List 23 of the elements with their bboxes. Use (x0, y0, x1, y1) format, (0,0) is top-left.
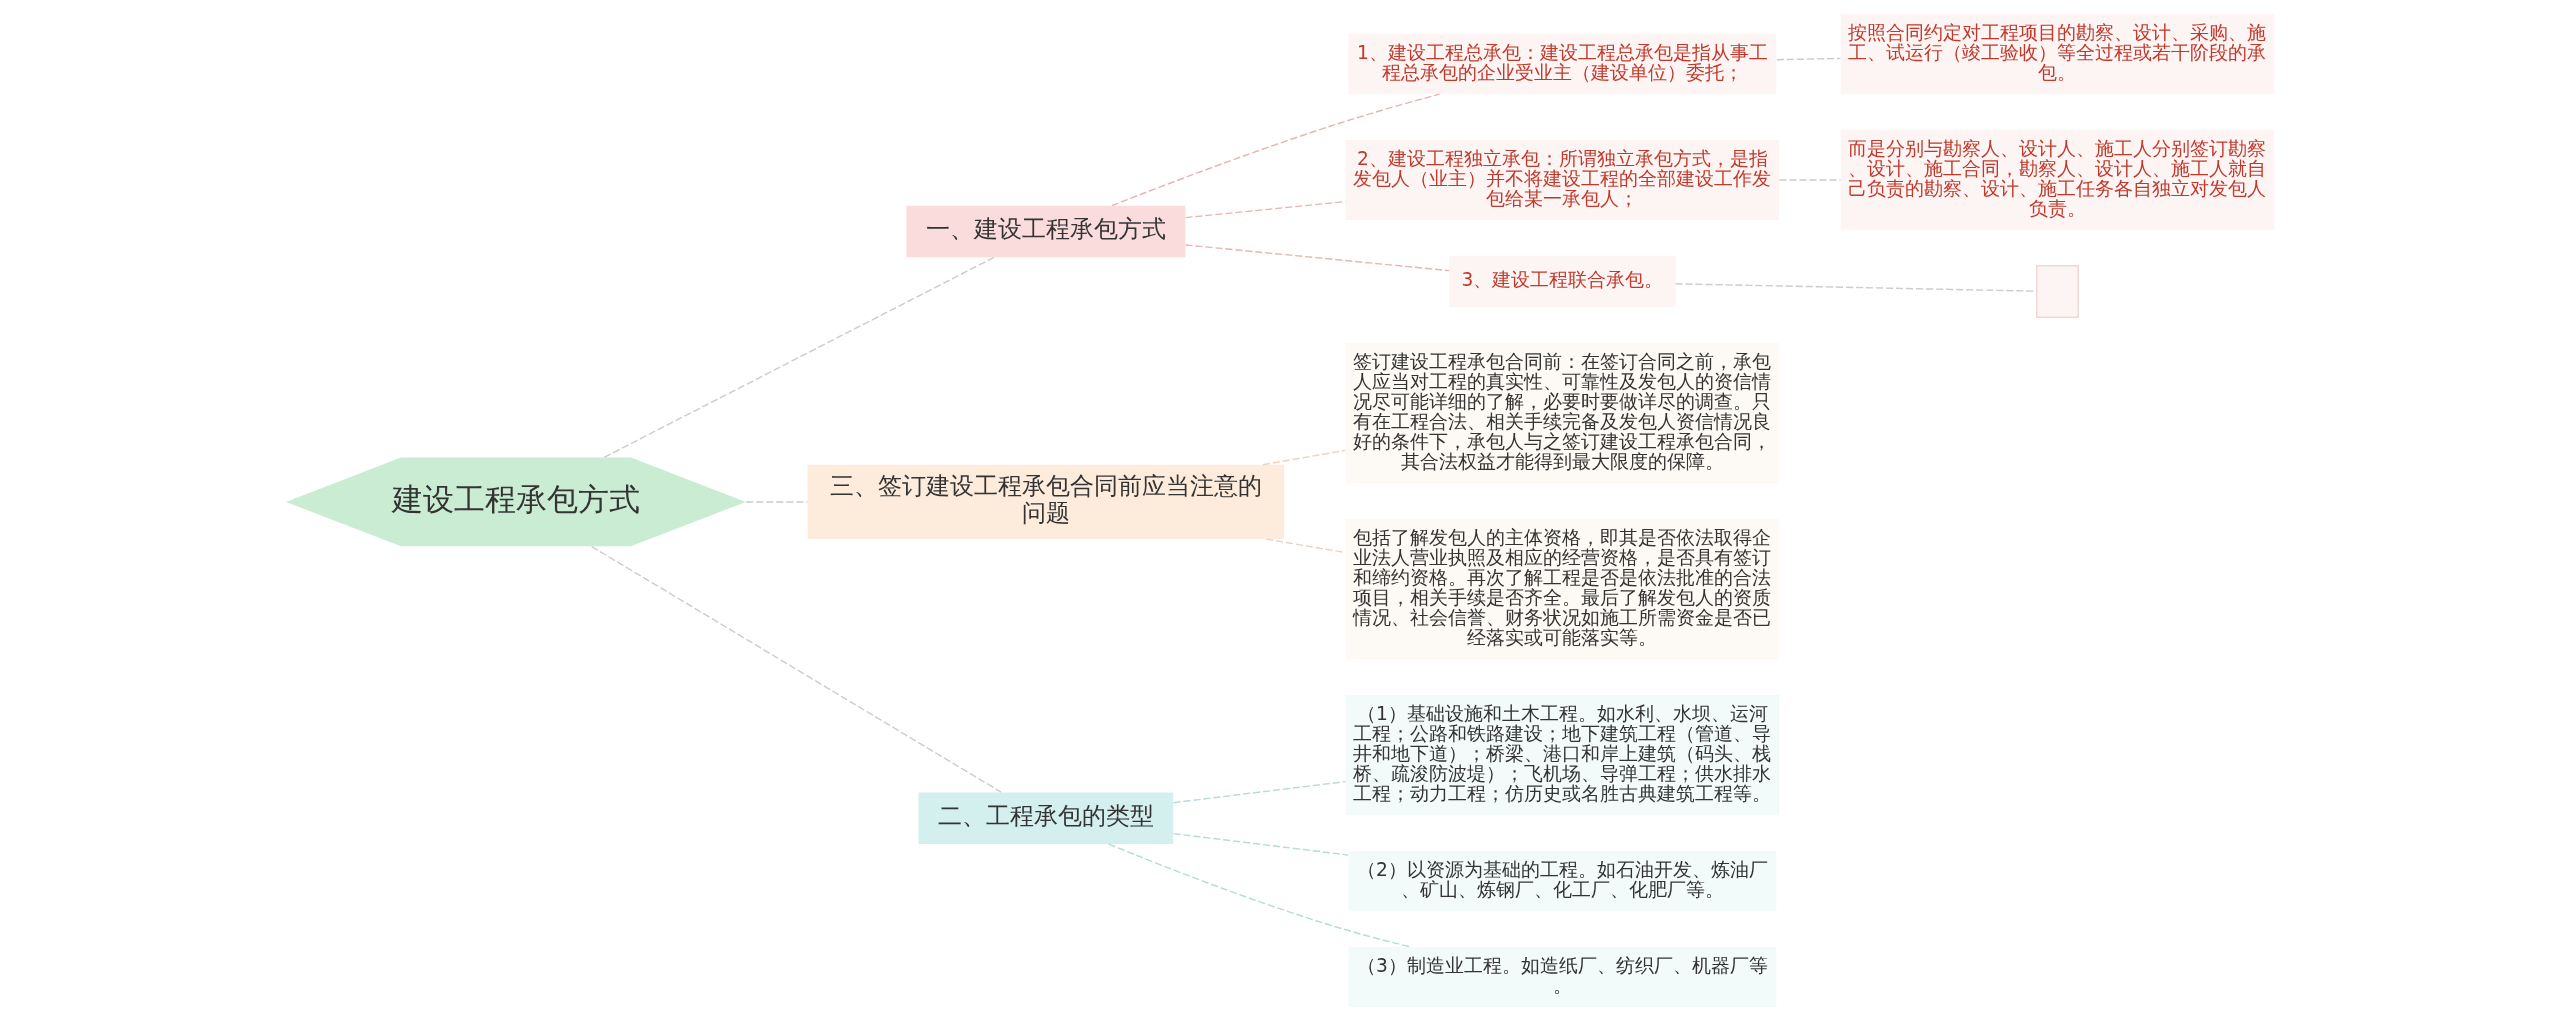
node-box: 1、建设工程总承包：建设工程总承包是指从事工程总承包的企业受业主（建设单位）委托； (1348, 34, 1777, 95)
node-box: 一、建设工程承包方式 (906, 205, 1186, 258)
connector (1172, 780, 1347, 804)
connector (1778, 179, 1842, 181)
connector (1184, 244, 1450, 272)
node-box (2036, 265, 2079, 319)
connector (603, 256, 995, 458)
connector (1111, 93, 1441, 207)
node-box: 二、工程承包的类型 (918, 792, 1174, 844)
connector (1776, 57, 1842, 61)
connector (1262, 449, 1347, 466)
node-box: （1）基础设施和土木工程。如水利、水坝、运河工程；公路和铁路建设；地下建筑工程（管道、导井和地下道）；桥梁、港口和岸上建筑（码头、栈桥、疏浚防波堤）；飞机场、导弹工程；供水排水工程；动力工程；仿历史或名胜古典建筑工程等。 (1345, 695, 1780, 816)
node-box: 三、签订建设工程承包合同前应当注意的问题 (807, 464, 1285, 540)
connector (1172, 832, 1349, 856)
node-box: 按照合同约定对工程项目的勘察、设计、采购、施工、试运行（竣工验收）等全过程或若干阶段的承包。 (1840, 13, 2275, 95)
connector (591, 545, 1002, 793)
node-box: 2、建设工程独立承包：所谓独立承包方式，是指发包人（业主）并不将建设工程的全部建设工作发包给某一承包人； (1345, 139, 1780, 220)
node-box: （3）制造业工程。如造纸厂、纺织厂、机器厂等。 (1348, 946, 1777, 1008)
node-box: 3、建设工程联合承包。 (1449, 255, 1676, 308)
connector (1107, 843, 1411, 948)
node-box: 签订建设工程承包合同前：在签订合同之前，承包人应当对工程的真实性、可靠性及发包人的资信情况尽可能详细的了解，必要时要做详尽的调查。只有在工程合法、相关手续完备及发包人资信情况良好的条件下，承包人与之签订建设工程承包合同，其合法权益才能得到最大限度的保障。 (1345, 343, 1780, 484)
node-box: （2）以资源为基础的工程。如石油开发、炼油厂、矿山、炼钢厂、化工厂、化肥厂等。 (1348, 851, 1777, 912)
connector (745, 501, 809, 503)
